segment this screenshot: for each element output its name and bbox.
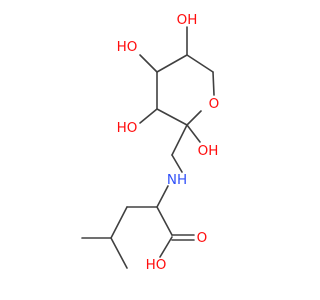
bond-c3-oh (139, 108, 158, 124)
carbonyl-oxygen-label: O (197, 230, 208, 246)
bond-c4-c5 (156, 54, 188, 73)
hydroxyl-label-lower-left: HO (117, 120, 138, 136)
bond-c2-ch2 (171, 124, 188, 156)
anomeric-hydroxyl-label: OH (198, 143, 219, 159)
bond-c4-oh (139, 54, 158, 73)
bond-n-calpha (156, 185, 169, 208)
background (0, 0, 300, 300)
bond-c2-oh (186, 124, 201, 143)
bond-c2-c3 (156, 108, 188, 126)
molecule-structure: OH HO HO O OH NH O HO (0, 0, 300, 300)
bond-c5-c6 (186, 54, 214, 73)
bond-c6-o-ring (212, 71, 215, 96)
bond-ch2-n (171, 154, 183, 173)
substituent-bonds (81, 26, 201, 269)
ring-bonds (156, 54, 215, 126)
ring-oxygen-label: O (209, 96, 220, 112)
bond-o-ring-c2 (186, 110, 202, 126)
bond-calpha-carboxyl (156, 206, 173, 236)
acid-hydroxyl-label: HO (146, 257, 167, 273)
hydroxyl-label-top: OH (177, 12, 198, 28)
bond-carboxyl-oh (159, 236, 173, 258)
bond-cbeta-cgamma (110, 206, 128, 239)
hydroxyl-label-upper-left: HO (117, 39, 138, 55)
atom-labels: OH HO HO O OH NH O HO (117, 12, 220, 273)
amine-label: NH (167, 172, 187, 188)
bond-cgamma-methyl-down (110, 237, 128, 269)
